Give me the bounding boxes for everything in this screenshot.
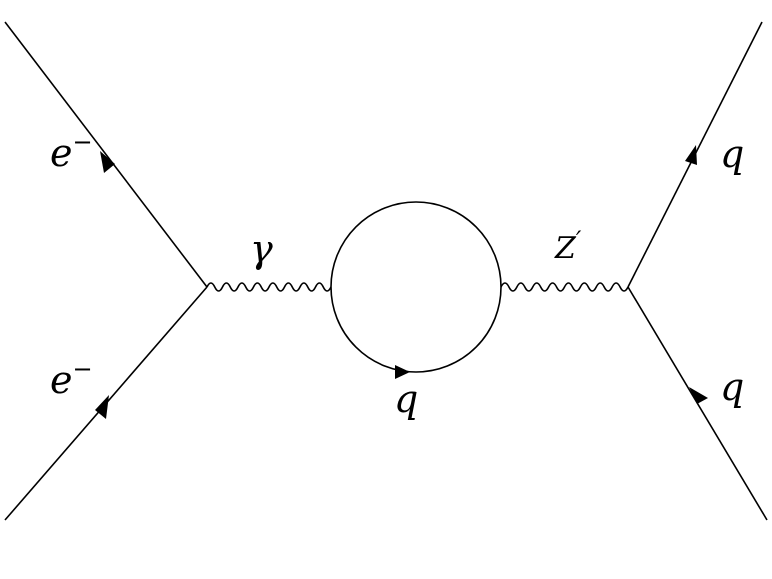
label-loop-quark: q (394, 377, 418, 421)
label-electron-bottom: e− (50, 355, 93, 402)
label-quark-top: q (720, 132, 744, 176)
arrow-quark-top (685, 145, 697, 165)
arrow-electron-bottom (95, 395, 109, 419)
svg-text:e−: e− (50, 355, 93, 402)
quark-loop (330, 201, 502, 373)
arrow-quark-loop (395, 365, 410, 379)
electron-line-top-left (4, 21, 208, 288)
svg-text:e−: e− (50, 128, 93, 175)
photon-propagator (206, 282, 332, 292)
label-zprime: Z′ (554, 226, 582, 266)
arrow-electron-top (100, 151, 115, 173)
arrow-quark-bottom (689, 387, 708, 404)
label-electron-top: e− (50, 128, 93, 175)
svg-text:Z′: Z′ (554, 226, 582, 266)
zprime-propagator (500, 282, 629, 292)
label-photon: γ (250, 227, 273, 271)
label-quark-bottom: q (720, 365, 744, 409)
